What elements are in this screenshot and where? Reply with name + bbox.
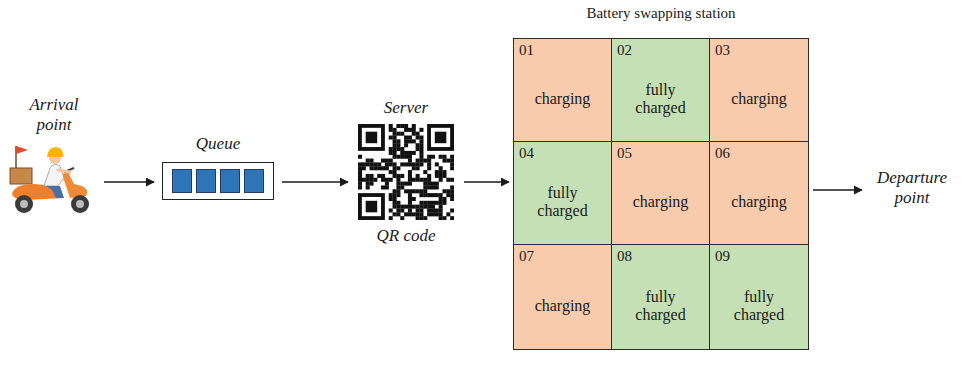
battery-swapping-station: Battery swapping station 01 charging 02 full… [513, 2, 809, 352]
arrival-point: Arrival point [8, 95, 100, 215]
delivery-rider-illustration [4, 138, 104, 218]
queued-customer [172, 169, 192, 193]
queue-box [162, 162, 274, 200]
cell-status: fully charged [528, 184, 598, 220]
cell-number: 05 [617, 145, 632, 161]
queued-customer [244, 169, 264, 193]
cell-number: 06 [715, 145, 730, 161]
server: Server QR code [352, 98, 460, 254]
queue: Queue [158, 134, 278, 206]
cell-status: fully charged [626, 81, 696, 117]
cell-status: charging [535, 297, 591, 315]
departure-label: Departure point [870, 168, 954, 208]
cell-number: 08 [617, 248, 632, 264]
cell-number: 01 [519, 42, 534, 58]
battery-cell: 01 charging [513, 38, 612, 142]
battery-cell: 06 charging [709, 141, 809, 245]
battery-cell: 08 fully charged [611, 244, 710, 350]
cell-number: 02 [617, 42, 632, 58]
battery-cell: 03 charging [709, 38, 809, 142]
cell-status: charging [731, 90, 787, 108]
queued-customer [220, 169, 240, 193]
flow-arrow [813, 189, 862, 191]
cell-status: fully charged [724, 288, 794, 324]
arrival-label: Arrival point [19, 95, 89, 135]
battery-cell: 07 charging [513, 244, 612, 350]
queued-customer [196, 169, 216, 193]
cell-number: 09 [715, 248, 730, 264]
flow-arrow [104, 181, 154, 183]
battery-cell: 05 charging [611, 141, 710, 245]
station-title: Battery swapping station [513, 2, 809, 22]
queue-label: Queue [158, 134, 278, 154]
battery-cell: 02 fully charged [611, 38, 710, 142]
cell-number: 04 [519, 145, 534, 161]
flow-arrow [282, 181, 348, 183]
cell-status: charging [633, 193, 689, 211]
server-label: Server [352, 98, 460, 118]
departure-point: Departure point [866, 168, 958, 216]
cell-status: charging [731, 193, 787, 211]
battery-cell: 04 fully charged [513, 141, 612, 245]
flow-arrow [464, 181, 509, 183]
cell-status: charging [535, 90, 591, 108]
cell-number: 07 [519, 248, 534, 264]
cell-number: 03 [715, 42, 730, 58]
cell-status: fully charged [626, 288, 696, 324]
battery-cell: 09 fully charged [709, 244, 809, 350]
qr-code-image [358, 124, 454, 220]
qr-code-label: QR code [352, 226, 460, 246]
